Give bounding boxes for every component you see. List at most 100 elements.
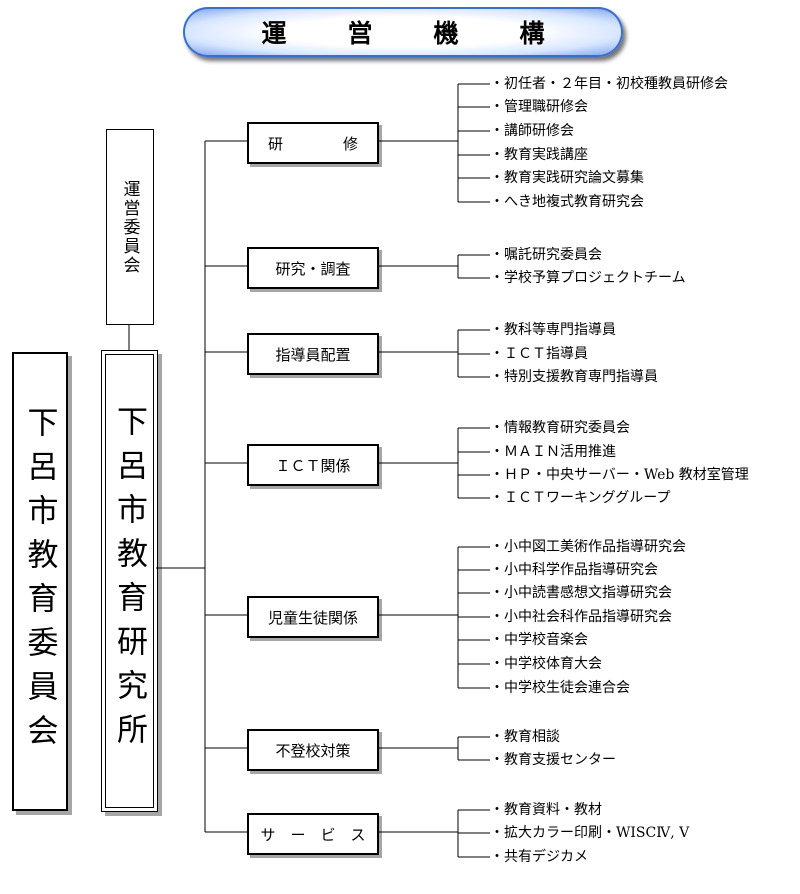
item-label: 初任者・２年目・初校種教員研修会 [504,76,728,92]
item-label: ＭＡＩＮ活用推進 [504,444,616,460]
board-of-education-box: 下呂市教育委員会 [12,352,68,811]
title-banner: 運 営 機 構 [183,7,623,57]
category-label: サ ー ビ ス [260,825,366,844]
item-label: 中学校音楽会 [504,632,588,648]
bullet: ・ [490,729,504,745]
category-truancy-measures[interactable]: 不登校対策 [247,729,379,771]
education-institute-inner: 下呂市教育研究所 [105,354,154,808]
bullet: ・ [490,680,504,696]
bullet: ・ [490,247,504,263]
list-item: ・ＭＡＩＮ活用推進 [490,440,616,464]
item-label: 教育相談 [504,729,560,745]
category-students[interactable]: 児童生徒関係 [247,596,379,638]
list-item: ・講師研修会 [490,119,574,143]
category-services[interactable]: サ ー ビ ス [247,813,379,855]
item-label: 教育資料・教材 [504,802,602,818]
steering-committee-label: 運営委員会 [119,179,140,275]
list-item: ・学校予算プロジェクトチーム [490,266,686,290]
item-label: 拡大カラー印刷・WISCⅣ, Ⅴ [504,825,690,841]
bullet: ・ [490,656,504,672]
list-item: ・情報教育研究委員会 [490,416,630,440]
item-label: 小中読書感想文指導研究会 [504,585,672,601]
category-instructor-placement[interactable]: 指導員配置 [247,333,379,375]
item-label: ＩＣＴ指導員 [504,346,588,362]
bullet: ・ [490,322,504,338]
category-label: ＩＣＴ関係 [275,456,351,475]
list-item: ・共有デジカメ [490,845,588,869]
category-label: 指導員配置 [275,345,351,364]
category-training[interactable]: 研 修 [247,122,379,164]
bullet: ・ [490,369,504,385]
bullet: ・ [490,270,504,286]
item-label: 嘱託研究委員会 [504,247,602,263]
item-label: 小中社会科作品指導研究会 [504,609,672,625]
list-item: ・教科等専門指導員 [490,318,616,342]
list-item: ・小中図工美術作品指導研究会 [490,535,686,559]
item-label: 特別支援教育専門指導員 [504,369,658,385]
board-of-education-label: 下呂市教育委員会 [21,405,58,758]
bullet: ・ [490,420,504,436]
bullet: ・ [490,194,504,210]
category-label: 児童生徒関係 [267,608,358,627]
item-label: 共有デジカメ [504,849,588,865]
item-label: 学校予算プロジェクトチーム [504,270,686,286]
category-label: 研究・調査 [275,259,351,278]
bullet: ・ [490,147,504,163]
bullet: ・ [490,99,504,115]
bullet: ・ [490,849,504,865]
item-label: 講師研修会 [504,123,574,139]
list-item: ・ＩＣＴワーキンググループ [490,486,670,510]
item-label: 小中図工美術作品指導研究会 [504,539,686,555]
item-label: 中学校体育大会 [504,656,602,672]
list-item: ・教育資料・教材 [490,798,602,822]
bullet: ・ [490,467,504,483]
bullet: ・ [490,609,504,625]
steering-committee-box: 運営委員会 [106,129,154,325]
item-label: 教育実践研究論文募集 [504,170,644,186]
bullet: ・ [490,490,504,506]
list-item: ・中学校生徒会連合会 [490,676,630,700]
list-item: ・へき地複式教育研究会 [490,190,644,214]
category-ict[interactable]: ＩＣＴ関係 [247,444,379,486]
category-label: 不登校対策 [275,741,351,760]
education-institute-box: 下呂市教育研究所 [101,350,158,812]
item-label: 教育実践講座 [504,147,588,163]
education-institute-label: 下呂市教育研究所 [111,405,147,757]
bullet: ・ [490,752,504,768]
item-label: ＩＣＴワーキンググループ [504,490,671,506]
list-item: ・教育相談 [490,725,560,749]
bullet: ・ [490,444,504,460]
bullet: ・ [490,170,504,186]
list-item: ・小中社会科作品指導研究会 [490,605,672,629]
list-item: ・教育支援センター [490,748,616,772]
list-item: ・教育実践研究論文募集 [490,166,644,190]
bullet: ・ [490,539,504,555]
item-label: 情報教育研究委員会 [504,420,630,436]
list-item: ・小中科学作品指導研究会 [490,558,658,582]
list-item: ・特別支援教育専門指導員 [490,365,658,389]
bullet: ・ [490,346,504,362]
item-label: 教育支援センター [504,752,616,768]
bullet: ・ [490,123,504,139]
list-item: ・ＨＰ・中央サーバー・Web 教材室管理 [490,463,749,487]
item-label: 小中科学作品指導研究会 [504,562,658,578]
list-item: ・中学校体育大会 [490,652,602,676]
title-text: 運 営 機 構 [261,19,563,48]
item-label: 中学校生徒会連合会 [504,680,630,696]
list-item: ・教育実践講座 [490,143,588,167]
bullet: ・ [490,632,504,648]
bullet: ・ [490,562,504,578]
bullet: ・ [490,76,504,92]
bullet: ・ [490,585,504,601]
item-label: ＨＰ・中央サーバー・Web 教材室管理 [504,467,749,483]
list-item: ・小中読書感想文指導研究会 [490,581,672,605]
list-item: ・拡大カラー印刷・WISCⅣ, Ⅴ [490,821,689,845]
bullet: ・ [490,825,504,841]
list-item: ・ＩＣＴ指導員 [490,342,588,366]
item-label: へき地複式教育研究会 [504,194,644,210]
item-label: 管理職研修会 [504,99,588,115]
category-research-survey[interactable]: 研究・調査 [247,247,379,289]
list-item: ・嘱託研究委員会 [490,243,602,267]
list-item: ・初任者・２年目・初校種教員研修会 [490,72,728,96]
